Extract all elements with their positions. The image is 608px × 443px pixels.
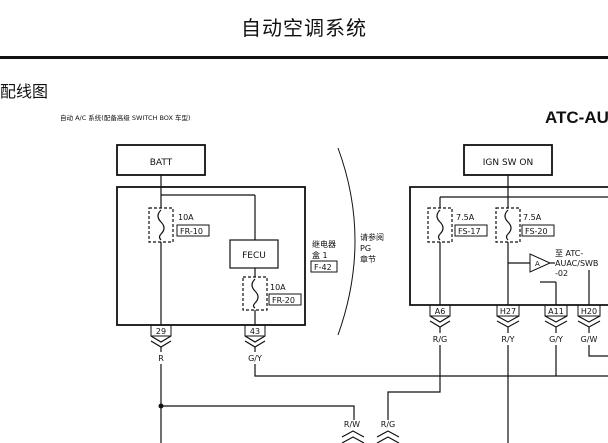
section-title: 配线图	[0, 82, 49, 101]
wire-gy-label-left: G/Y	[248, 354, 262, 363]
wire-ry-label: R/Y	[501, 335, 514, 344]
wire-gw-label: G/W	[581, 335, 598, 344]
diagram-caption: 自动 A/C 系统(配备高级 SWITCH BOX 车型)	[60, 114, 191, 122]
terminal-a6-label: A6	[435, 307, 446, 316]
page-title: 自动空调系统	[241, 16, 367, 40]
relay-box-code: F-42	[314, 263, 332, 272]
title-rule	[0, 56, 608, 59]
fecu-label: FECU	[242, 251, 266, 261]
ign-sw-label: IGN SW ON	[483, 158, 534, 168]
wire-r-label: R	[158, 354, 164, 363]
terminal-43	[244, 324, 266, 348]
fecu-box	[229, 239, 279, 269]
fuse-fs20	[495, 207, 521, 243]
batt-label: BATT	[150, 158, 173, 168]
fuse-fs17	[427, 207, 453, 243]
connector-ref-3: -02	[555, 269, 568, 278]
terminal-a11-label: A11	[548, 307, 564, 316]
connector-a-label: A	[535, 260, 540, 268]
relay-box-label-2: 盒 1	[312, 250, 328, 260]
wire-rg-label: R/G	[433, 335, 447, 344]
relay-box-1	[116, 186, 306, 326]
fuse-fr20	[242, 276, 268, 311]
fuse-fr20-code: FR-20	[272, 296, 295, 305]
reference-label-1: 请参阅	[360, 232, 384, 242]
fuse-fs17-code: FS-17	[458, 227, 481, 236]
relay-box-label-1: 继电器	[312, 239, 336, 249]
reference-label-2: PG	[360, 244, 371, 253]
fuse-fs20-rating: 7.5A	[523, 213, 542, 222]
split-bracket	[337, 147, 356, 336]
fuse-fs17-rating: 7.5A	[456, 213, 475, 222]
terminal-29-label: 29	[156, 327, 166, 336]
fuse-fr10-rating: 10A	[178, 213, 194, 222]
fuse-fr10-code: FR-10	[180, 227, 203, 236]
fuse-fr20-rating: 10A	[270, 283, 286, 292]
terminal-h20-label: H20	[581, 307, 597, 316]
terminal-43-label: 43	[250, 327, 260, 336]
connector-ref-2: AUAC/SWB	[555, 259, 598, 268]
reference-label-3: 章节	[360, 254, 376, 264]
terminal-h27-label: H27	[500, 307, 516, 316]
fuse-fs20-code: FS-20	[525, 227, 548, 236]
wire-gy-label-right: G/Y	[549, 335, 563, 344]
connector-ref-1: 至 ATC-	[555, 249, 583, 258]
atc-title: ATC-AU	[545, 108, 608, 127]
connector-a-marker	[529, 253, 552, 273]
fuse-fr10	[148, 207, 174, 243]
wire-rg-label-bottom: R/G	[381, 420, 395, 429]
wire-rw-label-bottom: R/W	[344, 420, 360, 429]
